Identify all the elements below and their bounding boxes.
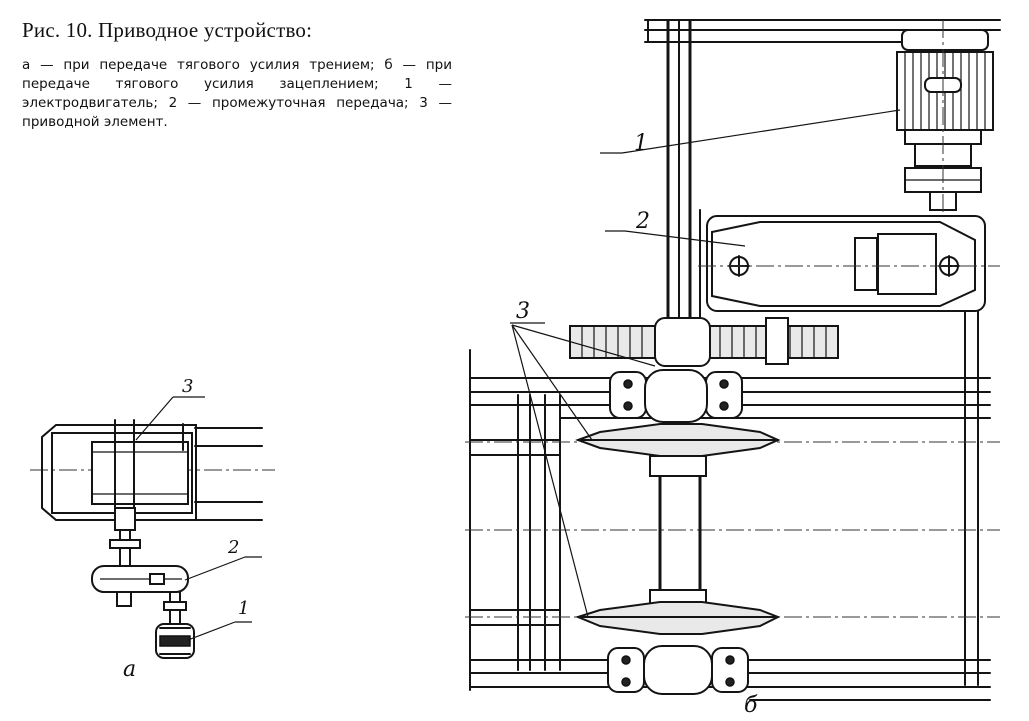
figure-caption-title: Рис. 10. Приводное устройство:: [22, 18, 313, 42]
figure-a-label-drive-element: 3: [182, 376, 193, 397]
figure-a-label-motor: 1: [238, 598, 249, 619]
figure-b-panel-letter: б: [744, 693, 758, 718]
figure-b-label-transmission: 2: [635, 209, 650, 234]
figure-b-label-motor: 1: [634, 131, 648, 156]
figure-caption-body: а — при передаче тягового усилия трением…: [22, 57, 452, 130]
figure-a-panel-letter: а: [123, 657, 136, 682]
gear-teeth: [581, 326, 827, 358]
figure-a-label-transmission: 2: [227, 537, 239, 558]
figure-b-label-drive-element: 3: [516, 299, 530, 324]
motor-cooling-fins: [904, 52, 986, 130]
figure-a-drive-friction: 3 2 1 а: [30, 376, 275, 682]
figure-b-drive-gearing: 1 2 3 б: [465, 19, 1001, 718]
